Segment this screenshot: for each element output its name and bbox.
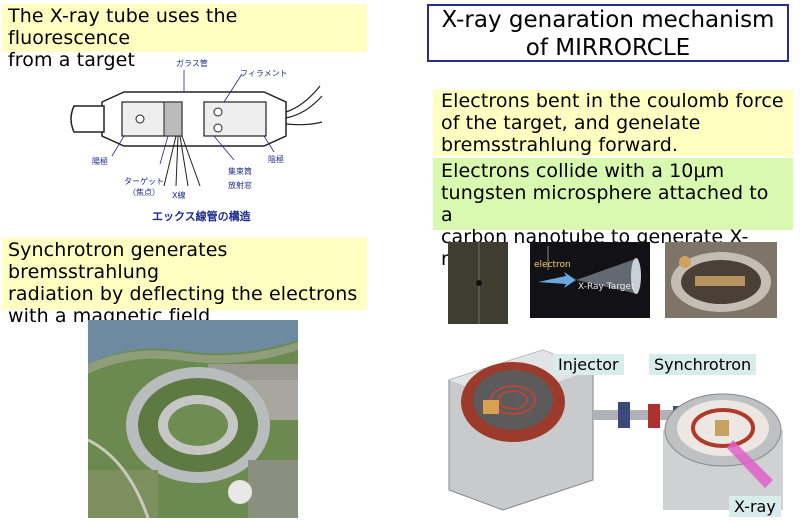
xray-target-label: X-Ray Target [578, 282, 635, 292]
page-title: X-ray genaration mechanism of MIRRORCLE [427, 4, 789, 62]
label-target: ターゲット [124, 177, 164, 186]
xray-tube-line-2: from a target [8, 49, 136, 71]
page-title-line-2: of MIRRORCLE [525, 35, 691, 61]
xray-tube-text-box: The X-ray tube uses the fluorescence fro… [2, 4, 367, 71]
label-focusing-cup: 集束筒 [228, 167, 252, 176]
xray-label: X-ray [729, 496, 781, 517]
label-xray-ja: X線 [172, 191, 186, 200]
bent-electrons-text-box: Electrons bent in the coulomb force of t… [433, 90, 793, 156]
xray-tube-line-1: The X-ray tube uses the fluorescence [8, 5, 238, 49]
bent-line-2: of the target, and genelate [441, 112, 701, 134]
synchrotron-aerial-photo [88, 320, 298, 518]
label-anode: 陽極 [92, 157, 108, 166]
microsphere-photo [448, 242, 508, 324]
label-glass-tube: ガラス管 [176, 59, 208, 68]
label-window: 放射窓 [228, 181, 252, 190]
label-focus: （焦点） [128, 188, 160, 197]
chamber-photo [665, 242, 777, 318]
synchrotron-line-2: radiation by deflecting the electrons [8, 283, 358, 305]
synchrotron-label: Synchrotron [649, 354, 757, 375]
bent-line-1: Electrons bent in the coulomb force [441, 90, 784, 112]
bent-line-3: bremsstrahlung forward. [441, 134, 679, 156]
mirrorcle-device-rendering: Injector Synchrotron X-ray [443, 330, 785, 520]
injector-label: Injector [553, 354, 624, 375]
collide-line-1: Electrons collide with a 10μm [441, 160, 725, 182]
xray-tube-drawing [70, 70, 323, 187]
collide-text-box: Electrons collide with a 10μm tungsten m… [433, 158, 793, 270]
tube-diagram-caption: エックス線管の構造 [152, 210, 251, 223]
collide-line-2: tungsten microsphere attached to a [441, 182, 769, 226]
xray-target-photo: electron X-Ray Target [530, 242, 650, 318]
page-title-line-1: X-ray genaration mechanism [441, 7, 775, 33]
synchrotron-text-box: Synchrotron generates bremsstrahlung rad… [2, 238, 367, 327]
label-filament: フィラメント [240, 69, 288, 78]
electron-label: electron [534, 260, 571, 270]
xray-tube-diagram: ガラス管 フィラメント 陽極 陰極 ターゲット （焦点） X線 集束筒 放射窓 … [64, 56, 324, 226]
label-cathode: 陰極 [268, 155, 284, 164]
synchrotron-line-1: Synchrotron generates bremsstrahlung [8, 239, 228, 283]
